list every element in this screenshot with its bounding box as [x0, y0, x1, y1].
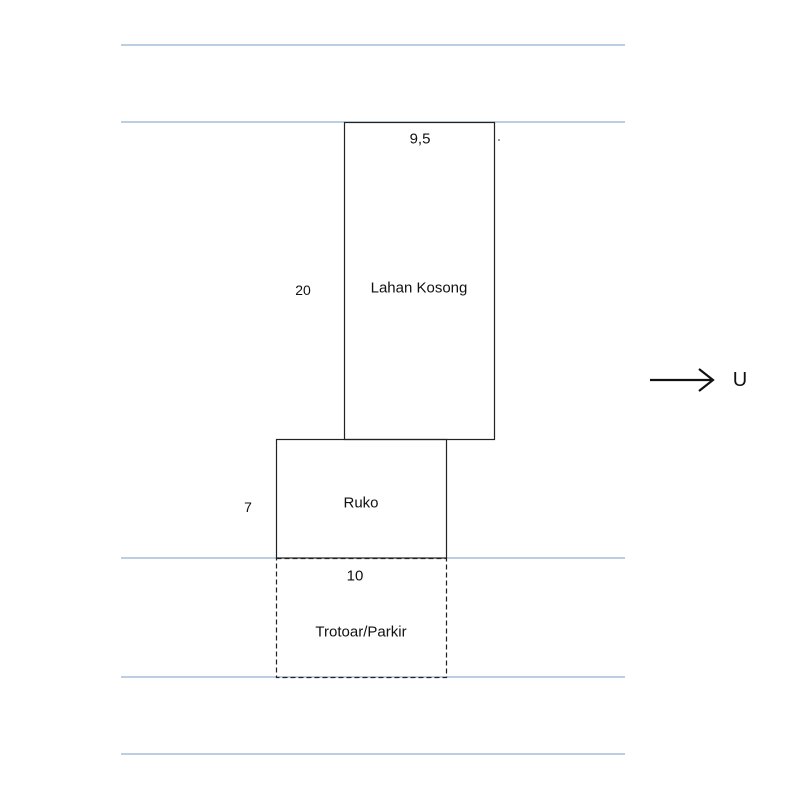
- ruko-width-label: 10: [346, 567, 364, 585]
- trotoar-parkir-area: [275, 557, 448, 679]
- ruko-label: Ruko: [343, 494, 379, 512]
- lahan-kosong-label: Lahan Kosong: [370, 279, 468, 297]
- north-label: U: [732, 369, 748, 391]
- lahan-kosong-width-label: 9,5: [409, 130, 431, 148]
- corner-dot: [498, 139, 500, 141]
- lahan-kosong-length-label: 20: [295, 282, 311, 298]
- right-arrow-icon: [650, 368, 715, 392]
- ruko-length-label: 7: [244, 499, 252, 515]
- trotoar-parkir-label: Trotoar/Parkir: [315, 623, 407, 641]
